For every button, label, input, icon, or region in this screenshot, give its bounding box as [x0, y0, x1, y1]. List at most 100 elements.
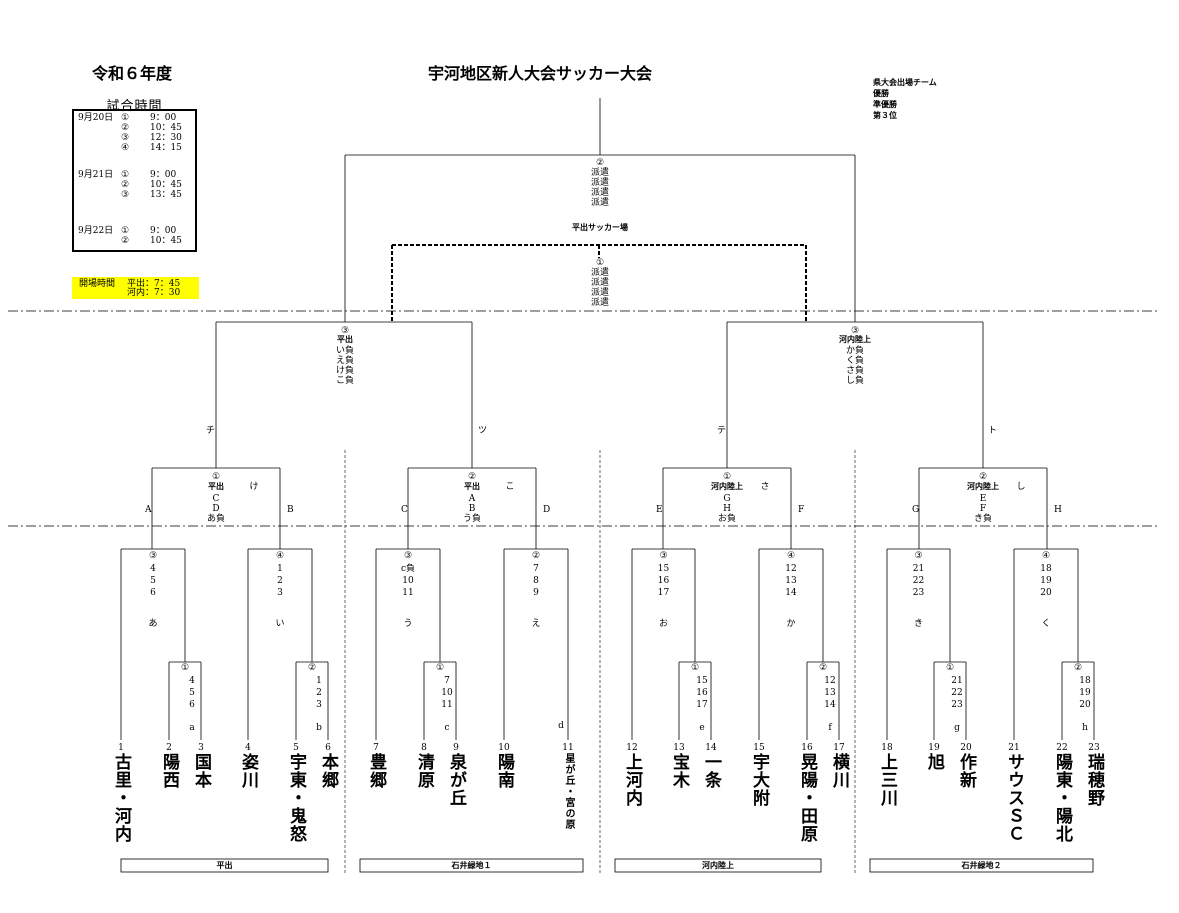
team-number: 14: [705, 743, 717, 753]
semi-line: く負: [845, 356, 864, 366]
semi-slot-label: チ: [206, 426, 216, 436]
quarter-line: G: [723, 494, 731, 504]
team-name: 泉が丘: [446, 753, 466, 807]
round1-line: 10: [441, 688, 453, 698]
venue-box: [359, 858, 584, 873]
schedule-time: 9：00: [150, 170, 177, 180]
semi-match-no: ③: [850, 326, 860, 336]
round1-match-no: ①: [690, 663, 700, 673]
prefectural-line: 第３位: [873, 111, 897, 120]
round2-code: お: [658, 619, 668, 629]
quarter-left-slot: C: [401, 505, 408, 515]
round1-match-no: ②: [307, 663, 317, 673]
team-number: 13: [673, 743, 685, 753]
round2-line: 20: [1040, 588, 1052, 598]
round2-line: 10: [402, 576, 414, 586]
team-number: 6: [325, 743, 331, 753]
round1-line: 1: [316, 676, 322, 686]
final-venue: 平出サッカー場: [572, 223, 628, 232]
round2-line: 11: [402, 588, 414, 598]
round1-line: 12: [824, 676, 836, 686]
quarter-line: D: [212, 504, 220, 514]
team-name: 一条: [701, 753, 721, 789]
opening-kawachi: 河内：7：30: [127, 288, 181, 298]
round2-code: い: [275, 619, 285, 629]
schedule-match-no: ③: [121, 190, 130, 200]
team-number: 1: [118, 743, 124, 753]
quarter-code: さ: [760, 482, 770, 492]
third-line: 派遣: [590, 268, 609, 278]
round2-line: 9: [533, 588, 539, 598]
team-name: 星が丘・宮の原: [563, 753, 574, 830]
round2-code: あ: [148, 619, 158, 629]
team-number: 7: [373, 743, 379, 753]
team-name: 清原: [414, 753, 434, 789]
team-name: 晃陽・田原: [797, 753, 817, 843]
round1-line: 15: [696, 676, 708, 686]
team-name: 旭: [924, 753, 944, 771]
semi-slot-label: ツ: [478, 426, 488, 436]
round1-line: 18: [1079, 676, 1091, 686]
team-name: 陽南: [494, 753, 514, 789]
round2-match-no: ②: [531, 551, 541, 561]
round2-match-no: ③: [403, 551, 413, 561]
round1-line: 21: [951, 676, 963, 686]
schedule-match-no: ②: [121, 123, 130, 133]
schedule-day: 9月22日: [78, 226, 114, 236]
round1-line: 22: [951, 688, 963, 698]
quarter-line: A: [468, 494, 476, 504]
round1-line: 23: [951, 700, 963, 710]
team-name: 上三川: [877, 753, 897, 807]
round1-code: d: [558, 721, 564, 731]
round2-line: 14: [785, 588, 797, 598]
semi-line: い負: [335, 346, 354, 356]
quarter-right-slot: H: [1054, 505, 1062, 515]
round2-line: 6: [150, 588, 156, 598]
round2-code: え: [531, 619, 541, 629]
round2-match-no: ④: [786, 551, 796, 561]
quarter-right-slot: D: [543, 505, 551, 515]
round1-line: 19: [1079, 688, 1091, 698]
round2-code: う: [403, 619, 413, 629]
round1-match-no: ②: [1073, 663, 1083, 673]
team-name: 本郷: [318, 753, 338, 789]
final-line: 派遣: [590, 188, 609, 198]
quarter-left-slot: E: [656, 505, 663, 515]
round2-match-no: ③: [148, 551, 158, 561]
prefectural-line: 優勝: [873, 89, 889, 98]
venue-box-label: 平出: [216, 861, 233, 870]
schedule-match-no: ②: [121, 236, 130, 246]
schedule-time: 13：45: [150, 190, 182, 200]
semi-line: け負: [335, 366, 354, 376]
team-number: 10: [498, 743, 510, 753]
round2-line: 13: [785, 576, 797, 586]
team-number: 2: [166, 743, 172, 753]
team-number: 12: [626, 743, 638, 753]
schedule-time: 14：15: [150, 143, 182, 153]
schedule-match-no: ②: [121, 180, 130, 190]
round2-code: き: [913, 619, 923, 629]
semi-slot-label: ト: [988, 426, 998, 436]
page-title: 宇河地区新人大会サッカー大会: [428, 64, 653, 83]
quarter-line: お負: [717, 514, 736, 524]
team-number: 9: [453, 743, 459, 753]
round2-line: 4: [150, 564, 156, 574]
round2-line: 21: [912, 564, 925, 574]
semi-venue: 河内陸上: [839, 335, 871, 344]
round2-line: 8: [533, 576, 539, 586]
quarter-line: H: [723, 504, 731, 514]
round2-line: 1: [277, 564, 283, 574]
team-number: 5: [293, 743, 299, 753]
semi-line: え負: [335, 356, 354, 366]
third-line: 派遣: [590, 298, 609, 308]
quarter-venue: 河内陸上: [711, 482, 743, 491]
quarter-match-no: ①: [722, 472, 732, 482]
team-name: 上河内: [622, 753, 642, 807]
team-number: 16: [801, 743, 813, 753]
round1-line: 4: [189, 676, 195, 686]
round2-line: 19: [1040, 576, 1052, 586]
schedule-match-no: ④: [121, 143, 130, 153]
team-number: 3: [198, 743, 204, 753]
semi-slot-label: テ: [717, 426, 727, 436]
